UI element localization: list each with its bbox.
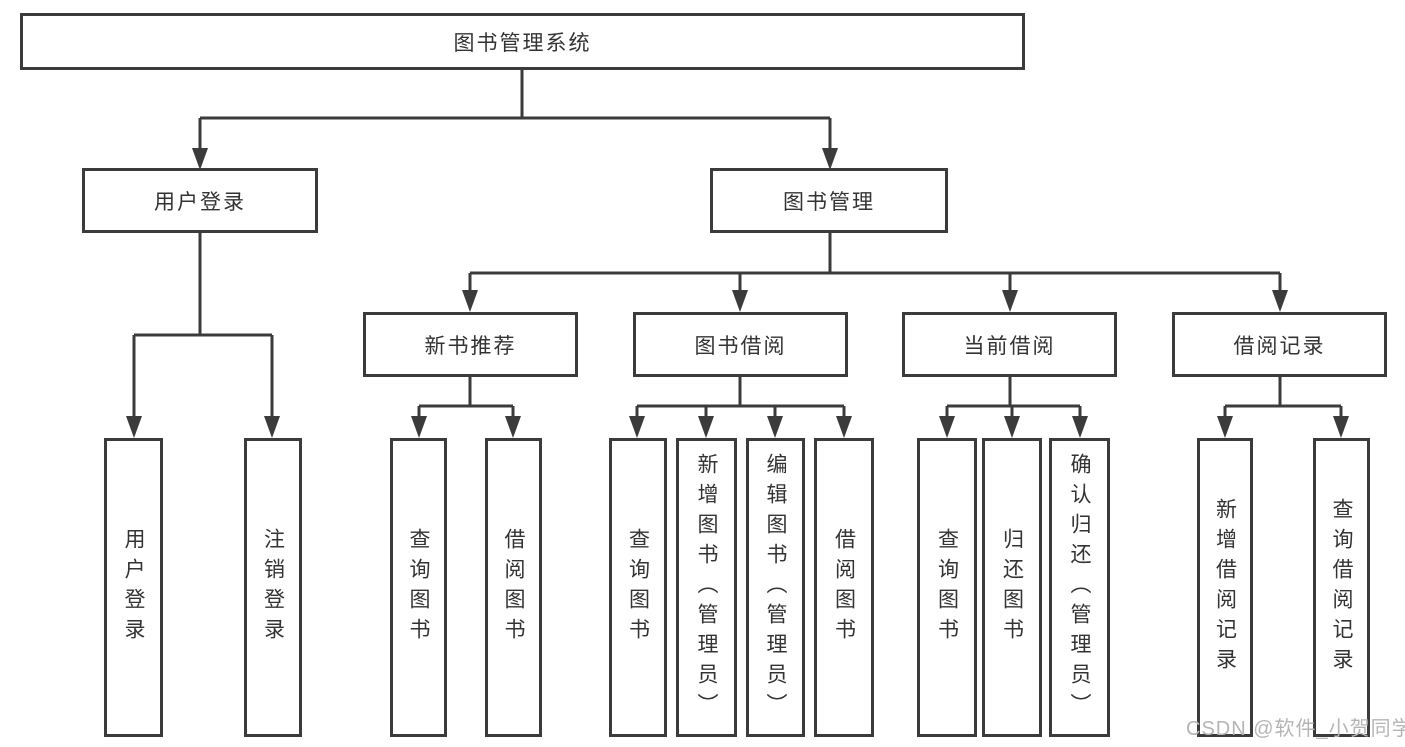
arrowhead xyxy=(939,416,955,438)
leaf-query-books-borrowing: 查询图书 xyxy=(609,438,667,737)
arrowhead xyxy=(629,416,645,438)
leaf-query-borrow-record: 查询借阅记录 xyxy=(1313,438,1370,737)
connector-root-to-level2 xyxy=(198,70,832,150)
node-library-management-system: 图书管理系统 xyxy=(20,13,1025,70)
node-user-login: 用户登录 xyxy=(82,168,318,233)
watermark: CSDN @软件_小贺同学 xyxy=(1186,718,1405,740)
arrowhead xyxy=(1333,416,1349,438)
leaf-query-books-current: 查询图书 xyxy=(917,438,977,737)
node-new-book-recommendation: 新书推荐 xyxy=(363,312,578,377)
leaf-borrow-books-borrowing: 借阅图书 xyxy=(814,438,874,737)
node-label: 图书管理 xyxy=(783,190,875,214)
connector-book-management-to-children xyxy=(468,233,1282,293)
leaf-add-books-admin: 新增图书（管理员） xyxy=(676,438,737,737)
arrowhead xyxy=(1002,290,1018,312)
node-label: 查询图书 xyxy=(407,527,430,648)
leaf-confirm-return-admin: 确认归还（管理员） xyxy=(1049,438,1110,737)
connector-borrow-record-to-children xyxy=(1223,377,1343,420)
node-label: 确认归还（管理员） xyxy=(1068,452,1091,723)
arrowhead xyxy=(836,416,852,438)
node-label: 新书推荐 xyxy=(424,334,517,358)
node-label: 编辑图书（管理员） xyxy=(764,452,787,723)
node-label: 借阅图书 xyxy=(502,527,525,648)
leaf-user-login: 用户登录 xyxy=(104,438,163,737)
connector-book-borrow-to-children xyxy=(635,377,846,420)
leaf-query-books-recommend: 查询图书 xyxy=(390,438,447,737)
node-label: 归还图书 xyxy=(1000,527,1024,648)
arrowhead xyxy=(1004,416,1020,438)
node-borrowing-records: 借阅记录 xyxy=(1172,312,1387,377)
node-label: 当前借阅 xyxy=(963,334,1056,358)
leaf-edit-books-admin: 编辑图书（管理员） xyxy=(746,438,805,737)
arrowhead xyxy=(505,416,521,438)
node-label: 用户登录 xyxy=(122,527,145,648)
node-book-borrowing: 图书借阅 xyxy=(633,312,848,377)
node-label: 注销登录 xyxy=(261,527,285,648)
node-book-management: 图书管理 xyxy=(710,168,948,233)
arrowhead xyxy=(822,148,838,170)
arrowhead xyxy=(264,416,280,438)
node-current-borrowing: 当前借阅 xyxy=(902,312,1117,377)
arrowhead xyxy=(1217,416,1233,438)
leaf-add-borrow-record: 新增借阅记录 xyxy=(1197,438,1253,737)
node-label: 图书借阅 xyxy=(694,334,787,358)
arrowhead xyxy=(1272,290,1288,312)
connector-new-book-to-children xyxy=(417,377,515,420)
arrowhead xyxy=(192,148,208,170)
arrowhead xyxy=(732,290,748,312)
node-label: 借阅图书 xyxy=(832,527,856,648)
arrowhead xyxy=(462,290,478,312)
arrowhead xyxy=(411,416,427,438)
node-label: 借阅记录 xyxy=(1233,334,1326,358)
connector-user-login-to-children xyxy=(132,233,274,420)
node-label: 查询借阅记录 xyxy=(1330,497,1353,678)
node-label: 查询图书 xyxy=(935,527,959,648)
connector-current-borrow-to-children xyxy=(945,377,1082,420)
arrowhead xyxy=(767,416,783,438)
node-label: 新增图书（管理员） xyxy=(695,452,718,723)
node-label: 查询图书 xyxy=(626,527,650,648)
arrowhead xyxy=(1072,416,1088,438)
leaf-return-books: 归还图书 xyxy=(982,438,1042,737)
leaf-borrow-books-recommend: 借阅图书 xyxy=(485,438,542,737)
arrowhead xyxy=(698,416,714,438)
leaf-logout: 注销登录 xyxy=(244,438,302,737)
node-label: 新增借阅记录 xyxy=(1213,497,1237,678)
node-label: 图书管理系统 xyxy=(453,31,592,55)
arrowhead xyxy=(126,416,142,438)
node-label: 用户登录 xyxy=(154,190,246,214)
